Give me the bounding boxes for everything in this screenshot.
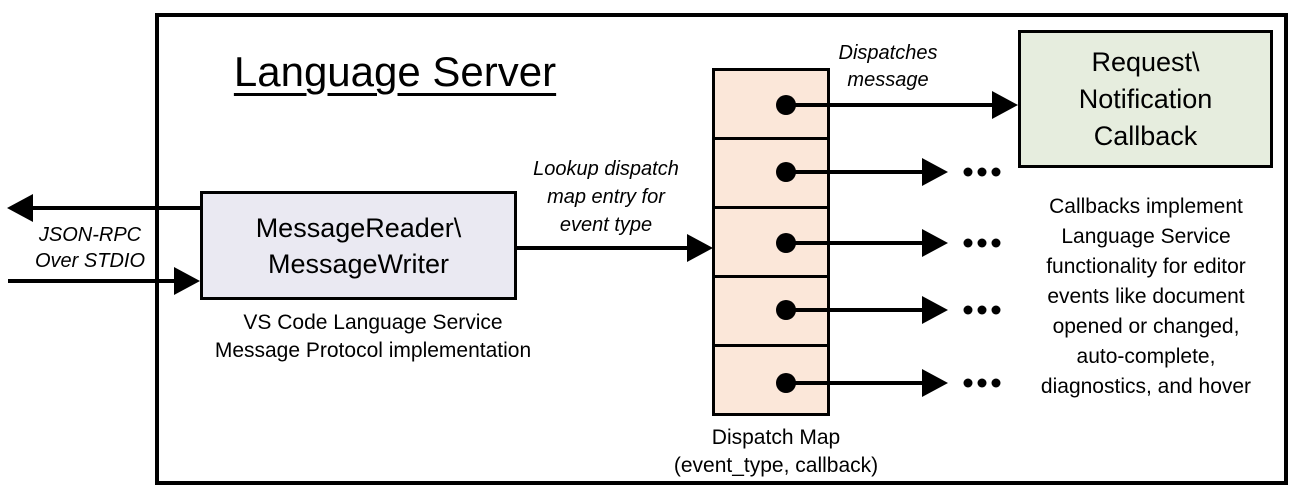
dispatch-map-cell	[715, 140, 827, 209]
dispatch-map-cell	[715, 71, 827, 140]
dispatch-map-cell	[715, 209, 827, 278]
message-reader-writer-label: MessageReader\MessageWriter	[255, 212, 462, 279]
language-server-boundary	[155, 13, 1288, 485]
diagram-title: Language Server	[233, 48, 557, 95]
dispatch-map-caption: Dispatch Map(event_type, callback)	[673, 426, 879, 477]
arrowhead-left-icon	[7, 194, 33, 222]
message-reader-writer-node: MessageReader\MessageWriter	[200, 191, 517, 300]
dispatch-map-stack	[712, 68, 830, 416]
dispatch-map-cell	[715, 278, 827, 347]
dispatch-map-cell	[715, 347, 827, 413]
